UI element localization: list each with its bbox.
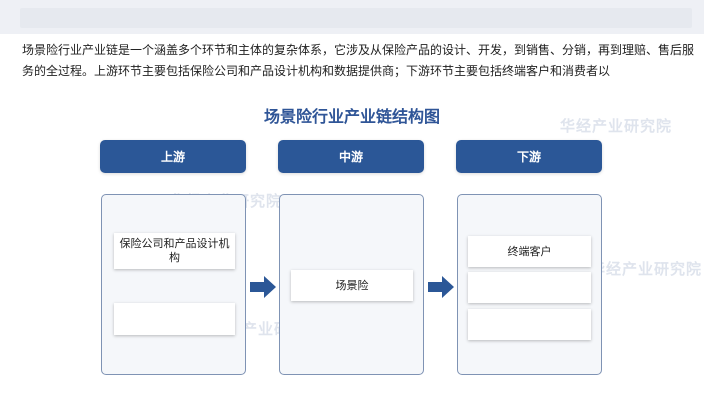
midstream-panel: 场景险 xyxy=(279,194,424,375)
column-header-midstream: 中游 xyxy=(278,140,424,173)
top-bar-inner xyxy=(20,8,692,28)
arrow-right-icon xyxy=(250,276,276,298)
arrow-right-icon xyxy=(428,276,454,298)
upstream-panel: 保险公司和产品设计机构 xyxy=(101,194,246,375)
column-header-upstream: 上游 xyxy=(100,140,246,173)
top-bar xyxy=(0,0,704,34)
downstream-item-end-customer: 终端客户 xyxy=(468,236,591,267)
upstream-item-blank xyxy=(114,303,235,335)
downstream-panel: 终端客户 xyxy=(457,194,602,375)
upstream-item-insurer: 保险公司和产品设计机构 xyxy=(114,233,235,269)
diagram-title: 场景险行业产业链结构图 xyxy=(263,107,440,126)
watermark: 华经产业研究院 xyxy=(560,117,673,135)
midstream-item-scenario-insurance: 场景险 xyxy=(291,270,413,301)
downstream-item-blank-2 xyxy=(468,309,591,340)
downstream-item-blank-1 xyxy=(468,272,591,303)
description-paragraph: 场景险行业产业链是一个涵盖多个环节和主体的复杂体系，它涉及从保险产品的设计、开发… xyxy=(22,43,695,78)
column-header-downstream: 下游 xyxy=(456,140,602,173)
watermark: 华经产业研究院 xyxy=(590,260,703,278)
